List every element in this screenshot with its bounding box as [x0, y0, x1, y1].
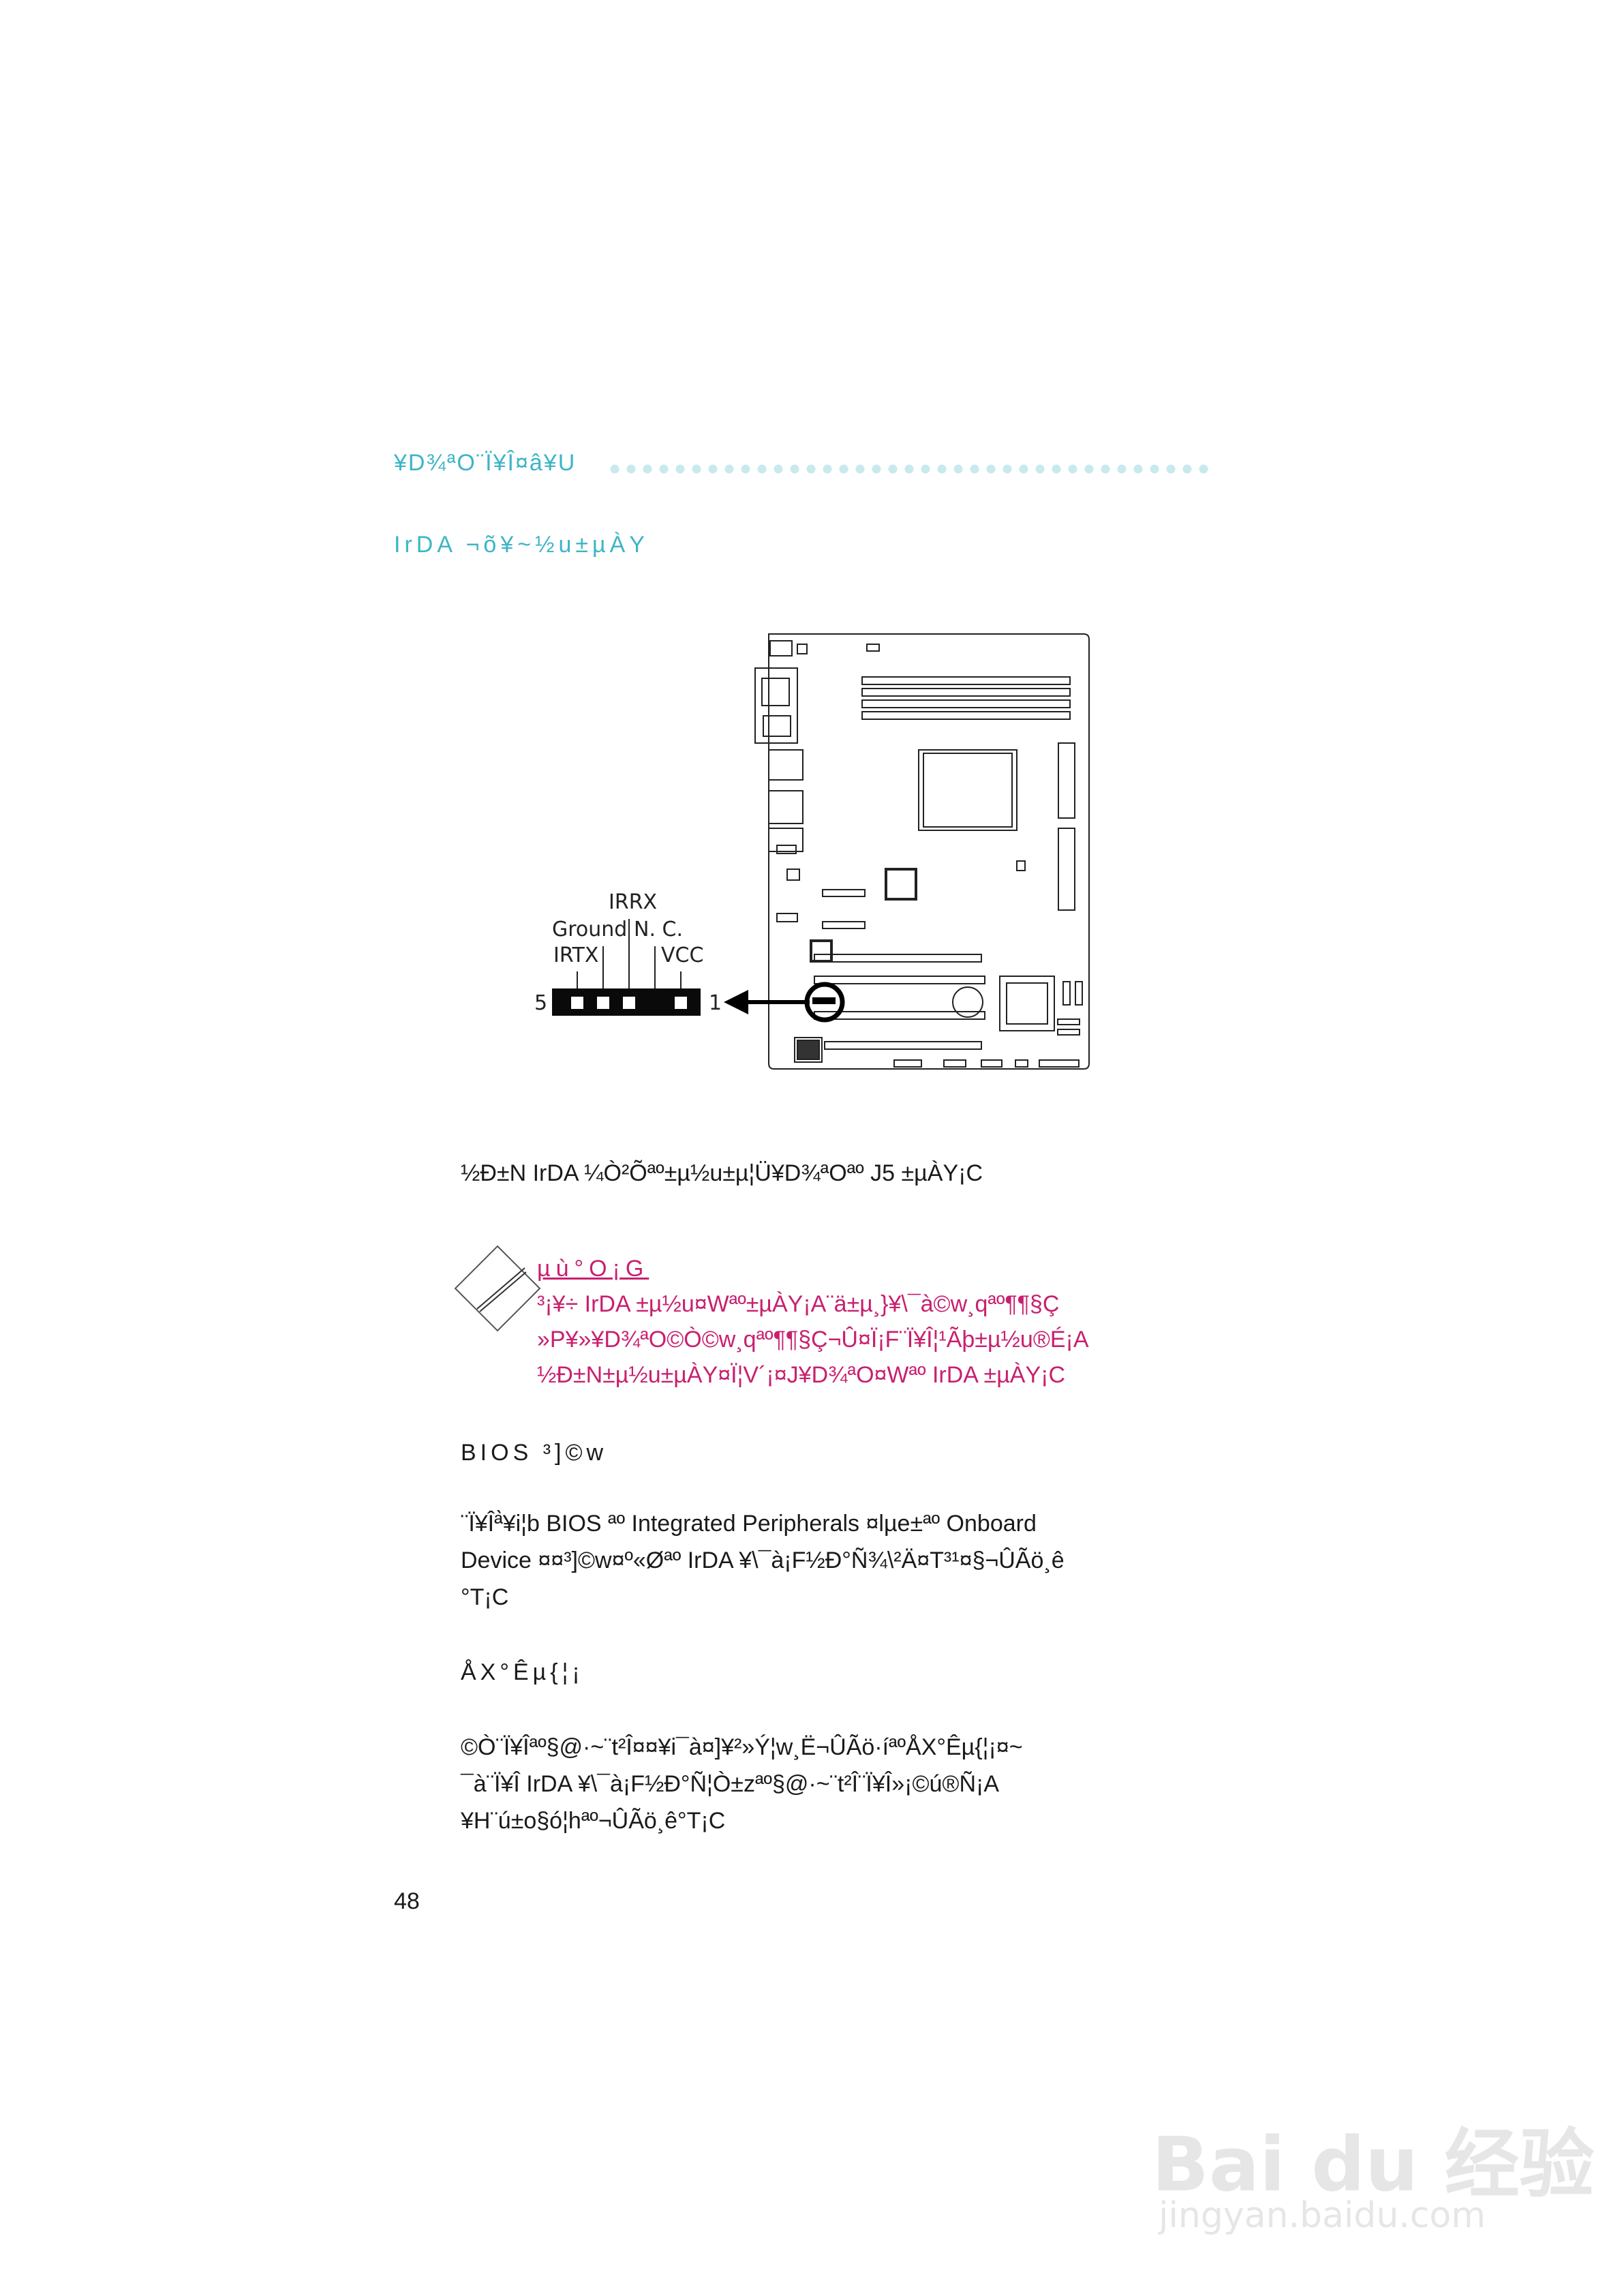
- driver-line-2: ¯à¨Ï¥Î IrDA ¥\¯à¡F½Ð°Ñ¦Ò±zªº§@·~¨t²Î¨Ï¥Î…: [461, 1771, 1000, 1797]
- pin-4: [597, 997, 609, 1009]
- board-outline: [768, 633, 1090, 1070]
- section-title: ¥D¾ªO¨Ï¥Î¤â¥U: [394, 450, 577, 476]
- pin-label-vcc: VCC: [661, 943, 704, 967]
- pin-number-1: 1: [709, 991, 722, 1015]
- board-irda-header: [812, 997, 836, 1004]
- pin-label-irrx: IRRX: [609, 890, 658, 914]
- bios-line-3: °T¡C: [461, 1584, 509, 1610]
- pointer-arrow-head: [724, 990, 748, 1014]
- intro-text: ½Ð±N IrDA ¼Ò²Õªº±µ½u±µ¦Ü¥D¾ªOªº J5 ±µÀY¡…: [461, 1160, 983, 1186]
- pin-1: [675, 997, 687, 1009]
- bios-line-1: ¨Ï¥Îª̀¥i¦b BIOS ªº Integrated Peripheral…: [461, 1511, 1037, 1537]
- note-line-2: »P¥»¥D¾ªO©Ò©w¸qªº¶¶§Ç¬Û¤Ï¡F¨Ï¥Î¦¹Ãþ±µ½u®…: [537, 1327, 1089, 1353]
- note-line-1: ³¡¥÷ IrDA ±µ½u¤Wªº±µÀY¡A¨ä±µ¸}¥\¯à©w¸qªº…: [537, 1291, 1060, 1317]
- subsection-title: IrDA ¬õ¥~½u±µÀY: [394, 532, 649, 558]
- bios-line-2: Device ¤¤³]©w¤º«Øªº IrDA ¥\¯à¡F½Ð°Ñ¾\²Ä¤…: [461, 1547, 1065, 1573]
- pen-note-icon: [454, 1245, 541, 1332]
- note-heading: µù°O¡G: [537, 1256, 649, 1282]
- pin-label-ground: Ground: [552, 918, 628, 941]
- baidu-watermark-logo: Bai du 经验: [1152, 2121, 1595, 2208]
- note-line-3: ½Ð±N±µ½u±µÀY¤Ï¦V´¡¤J¥D¾ªO¤Wªº IrDA ±µÀY¡…: [537, 1362, 1066, 1388]
- note-icon: [450, 1241, 545, 1340]
- pin-label-nc: N. C.: [634, 918, 683, 941]
- baidu-watermark-url: jingyan.baidu.com: [1159, 2195, 1486, 2236]
- pin-5: [571, 997, 583, 1009]
- pin-label-irtx: IRTX: [553, 943, 599, 967]
- driver-heading: ÅX°Êµ{¦¡: [461, 1659, 584, 1685]
- page-number: 48: [394, 1888, 420, 1914]
- driver-line-1: ©Ò¨Ï¥Îªº§@·~¨t²Î¤¤¥i¯à¤]¥²»Ý¦w¸Ë¬ÛÃö·íªº…: [461, 1734, 1023, 1760]
- motherboard-drawing: [552, 633, 1090, 1070]
- bios-heading: BIOS ³]©w: [461, 1440, 608, 1466]
- header-dot-rule: [607, 464, 1213, 474]
- driver-line-3: ¥H¨ú±o§ó¦hªº¬ÛÃö¸ê°T¡C: [461, 1808, 726, 1834]
- pin-number-5: 5: [534, 991, 548, 1015]
- pin-3: [623, 997, 635, 1009]
- irda-connector-diagram: IRRX Ground N. C. IRTX VCC 5 1: [534, 633, 1090, 1070]
